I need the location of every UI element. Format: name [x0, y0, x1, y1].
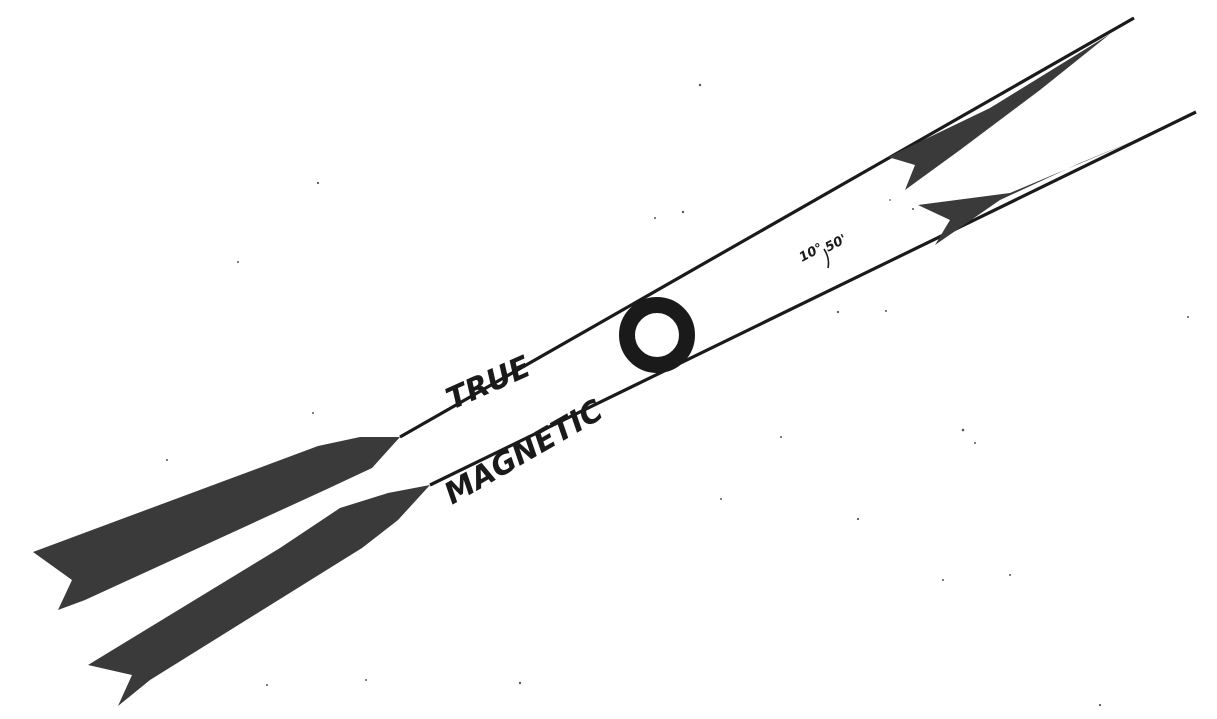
paper-speckles	[117, 84, 1189, 706]
declination-minutes: 50'	[823, 232, 850, 256]
true-arrowhead	[888, 34, 1110, 190]
pivot-ring	[627, 305, 687, 365]
magnetic-arrow	[88, 112, 1196, 706]
true-label: TRUE	[441, 349, 536, 417]
true-arrow	[33, 18, 1134, 610]
declination-degrees: 10°	[797, 241, 826, 266]
